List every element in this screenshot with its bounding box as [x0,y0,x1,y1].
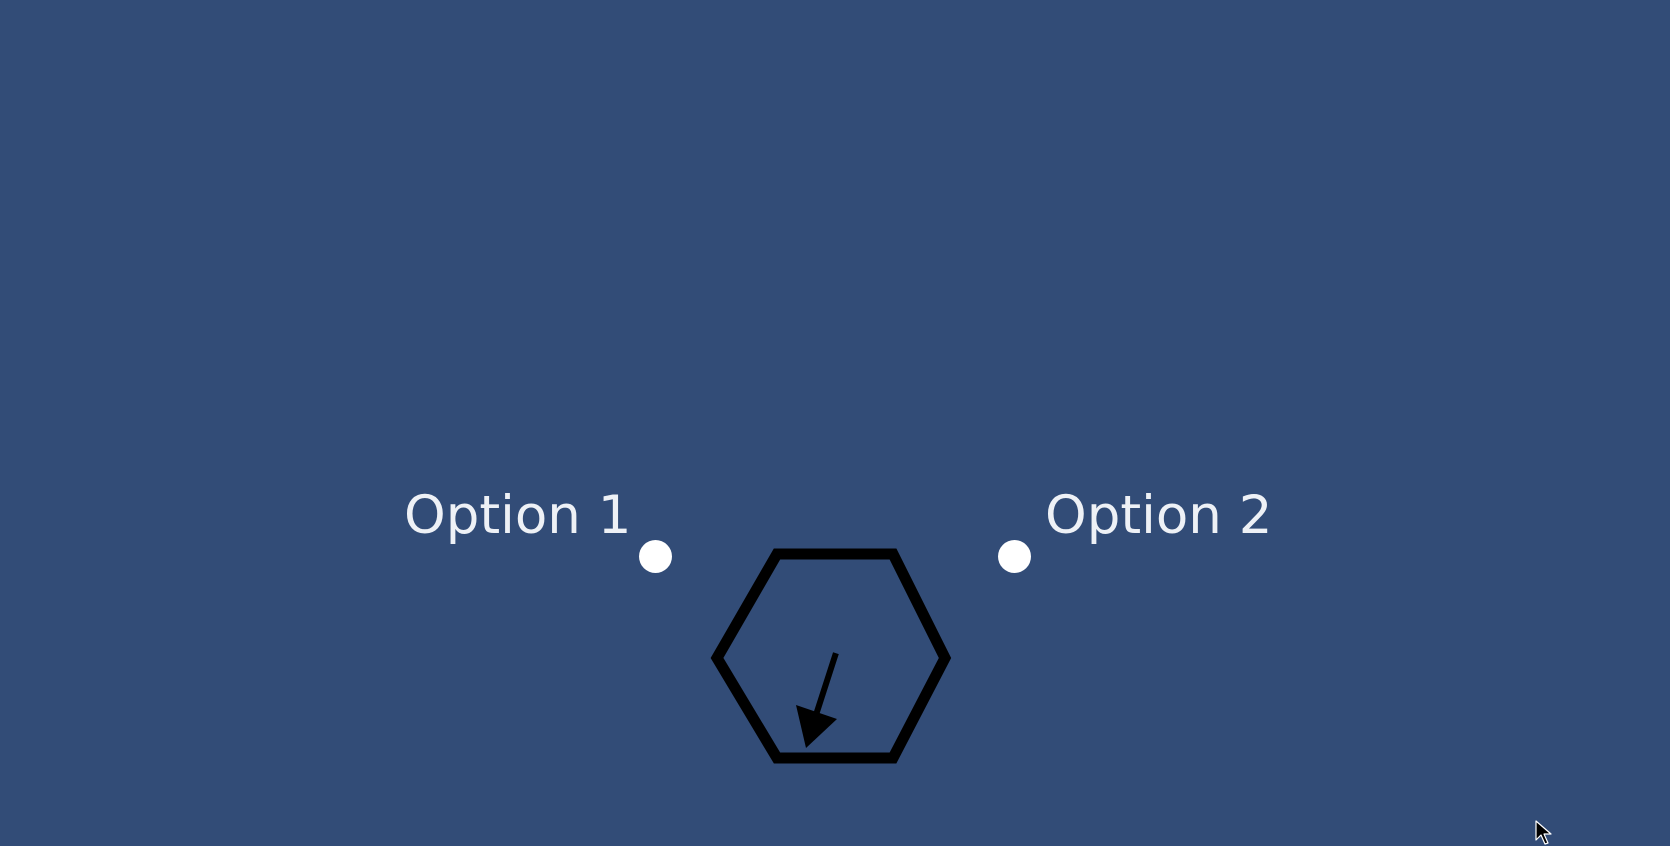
option-2-label: Option 2 [1045,485,1273,546]
mouse-cursor-icon [1535,820,1552,845]
hexagon-icon [710,548,952,764]
hexagon-selector[interactable] [700,540,970,780]
option-2-dot[interactable] [998,540,1031,573]
arrow-icon [796,652,839,748]
option-1-dot[interactable] [639,540,672,573]
option-1-label: Option 1 [404,485,632,546]
